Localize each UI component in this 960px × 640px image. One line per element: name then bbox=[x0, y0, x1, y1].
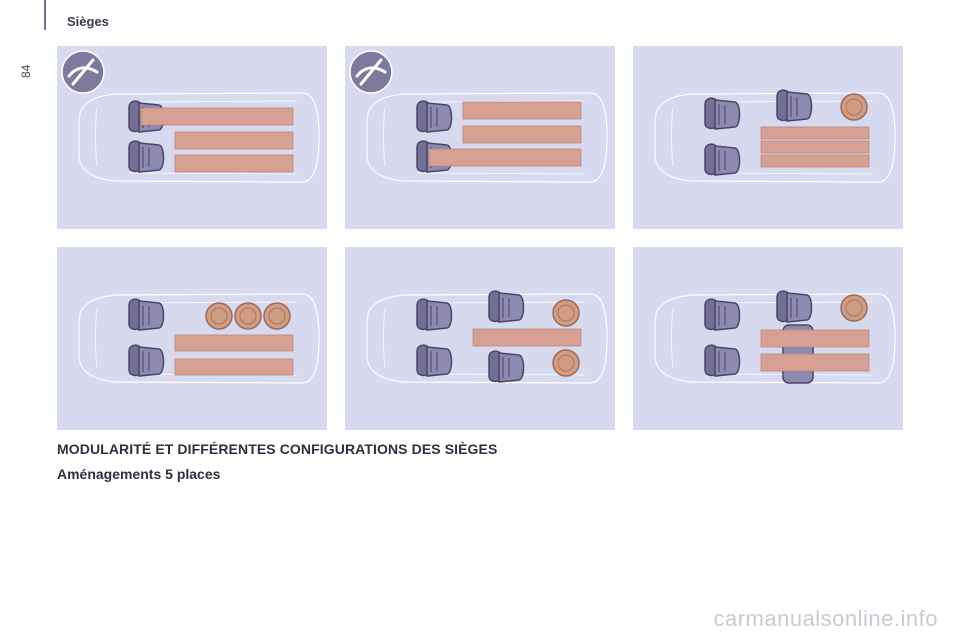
car-outline-icon bbox=[78, 92, 320, 183]
load-plank bbox=[174, 334, 294, 352]
section-rule bbox=[44, 0, 46, 30]
load-plank bbox=[174, 131, 294, 150]
config-panel-1 bbox=[57, 46, 327, 229]
seat-icon bbox=[704, 143, 741, 176]
seat-icon bbox=[128, 298, 165, 331]
seat-icon bbox=[704, 298, 741, 331]
config-panel-4 bbox=[57, 247, 327, 430]
seat-icon bbox=[416, 100, 453, 133]
load-plank bbox=[472, 328, 582, 347]
load-plank bbox=[760, 154, 870, 168]
config-panel-3 bbox=[633, 46, 903, 229]
config-panel-5 bbox=[345, 247, 615, 430]
warning-badge-icon bbox=[349, 50, 393, 94]
seat-icon bbox=[416, 344, 453, 377]
cargo-barrel-icon bbox=[234, 302, 262, 330]
seat-icon bbox=[704, 344, 741, 377]
cargo-barrel-icon bbox=[205, 302, 233, 330]
page-subheading: Aménagements 5 places bbox=[57, 466, 221, 482]
load-plank bbox=[760, 140, 870, 154]
seat-icon bbox=[128, 140, 165, 173]
load-plank bbox=[428, 148, 582, 167]
load-plank bbox=[174, 154, 294, 173]
warning-badge-icon bbox=[61, 50, 105, 94]
load-plank bbox=[760, 329, 870, 348]
seat-icon bbox=[776, 89, 813, 122]
seat-icon bbox=[776, 290, 813, 323]
seat-icon bbox=[488, 350, 525, 383]
cargo-barrel-icon bbox=[263, 302, 291, 330]
seat-icon bbox=[128, 344, 165, 377]
cargo-barrel-icon bbox=[840, 294, 868, 322]
seat-icon bbox=[416, 298, 453, 331]
car-outline-icon bbox=[366, 92, 608, 183]
load-plank bbox=[462, 125, 582, 144]
load-plank bbox=[174, 358, 294, 376]
cargo-barrel-icon bbox=[840, 93, 868, 121]
page-heading: MODULARITÉ ET DIFFÉRENTES CONFIGURATIONS… bbox=[57, 441, 498, 457]
config-panel-2 bbox=[345, 46, 615, 229]
seat-icon bbox=[488, 290, 525, 323]
load-plank bbox=[760, 126, 870, 140]
section-title: Sièges bbox=[67, 14, 109, 29]
cargo-barrel-icon bbox=[552, 349, 580, 377]
load-plank bbox=[462, 101, 582, 120]
watermark: carmanualsonline.info bbox=[713, 606, 938, 631]
cargo-barrel-icon bbox=[552, 299, 580, 327]
seat-icon bbox=[704, 97, 741, 130]
load-plank bbox=[760, 353, 870, 372]
load-plank bbox=[140, 107, 294, 126]
config-panel-6 bbox=[633, 247, 903, 430]
page-number: 84 bbox=[19, 64, 33, 78]
